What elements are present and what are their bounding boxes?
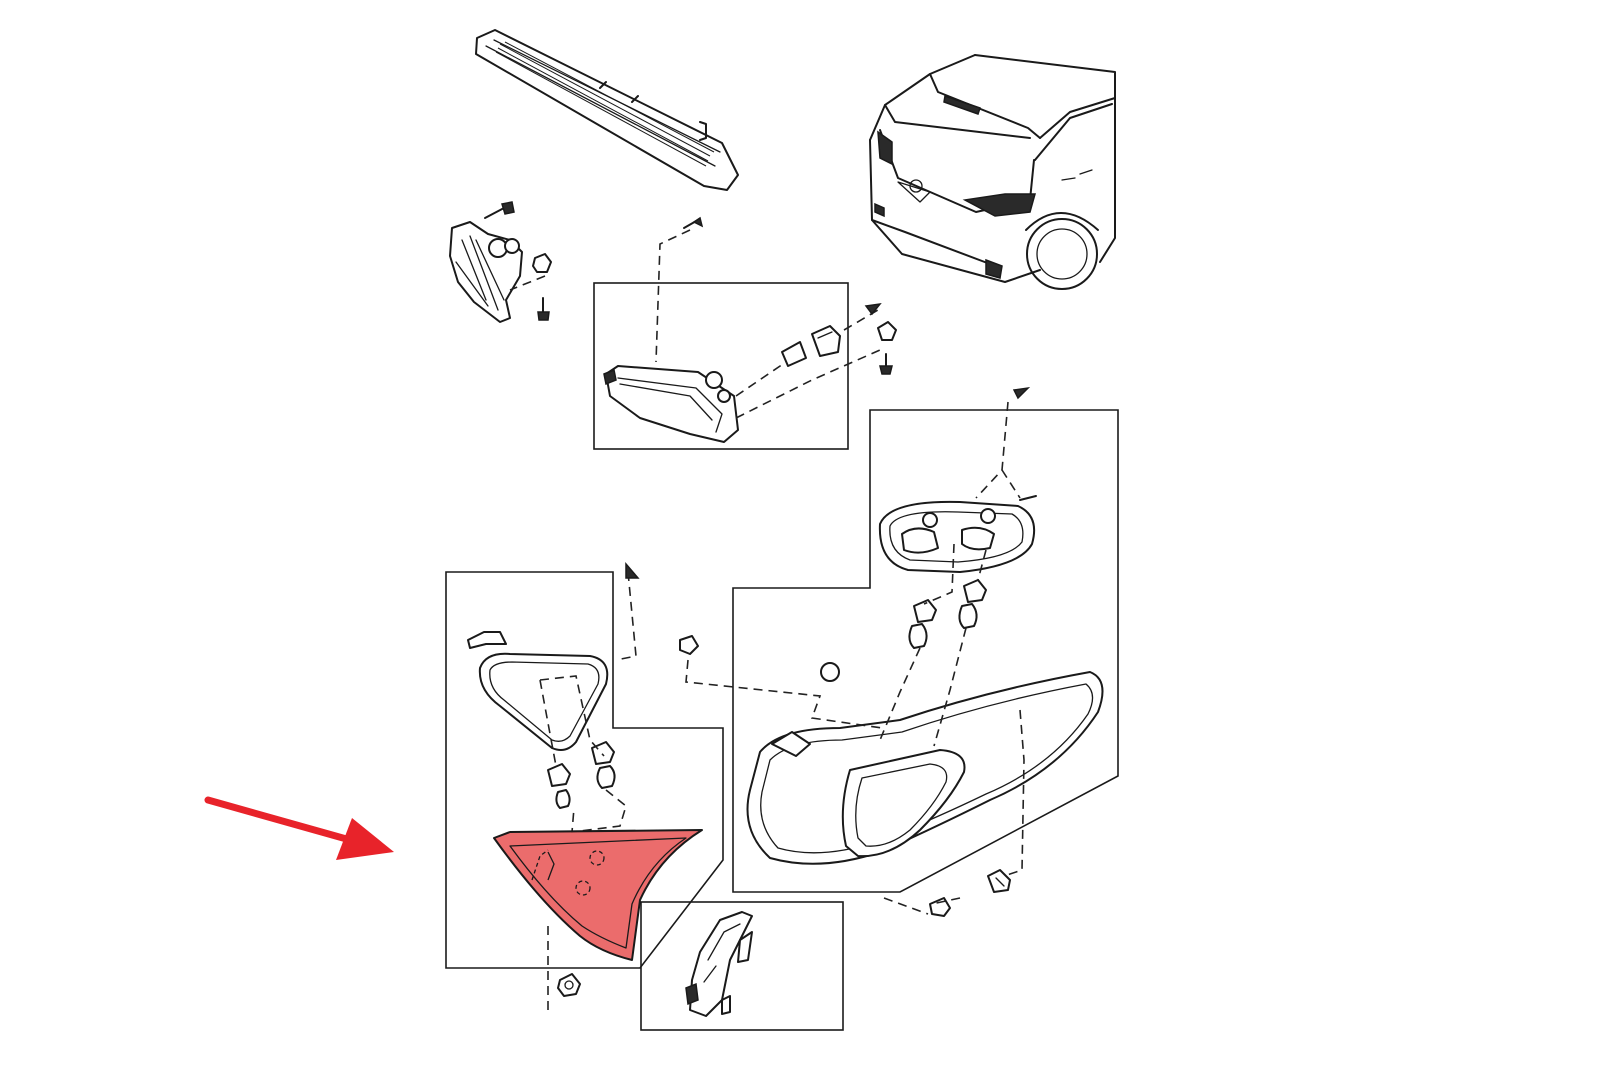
fog-lamp-assembly-box (593, 282, 849, 450)
clip-nut-fog (509, 253, 552, 291)
vehicle-rear-view (869, 54, 1116, 290)
inner-tail-lamp-highlighted (493, 829, 703, 961)
clip-outer-lamp (929, 897, 951, 917)
fog-lamp-unit (603, 365, 739, 443)
nut-between-boxes (679, 635, 699, 655)
outer-tail-lamp (746, 662, 1104, 865)
nut-fog-box (877, 321, 897, 341)
bracket-inner-lamp (467, 631, 507, 649)
tail-lamp-socket-right (958, 579, 987, 629)
fog-lamp-bulb (781, 341, 807, 367)
red-pointer-arrow (204, 796, 394, 860)
tail-lamp-gasket (878, 495, 1037, 573)
high-mount-stop-lamp (475, 29, 739, 191)
lamp-bracket-trim (685, 911, 753, 1017)
socket-inner-right (591, 741, 616, 789)
bracket-box (640, 901, 844, 1031)
leader-line (655, 229, 691, 363)
screw-fog-box (879, 353, 893, 375)
inner-tail-lamp-box (445, 571, 724, 969)
socket-inner-left (547, 763, 571, 809)
outer-tail-lamp-box (732, 409, 1119, 893)
screw-outer-lamp (987, 869, 1011, 893)
fog-lamp-socket (811, 325, 841, 357)
rear-fog-lamp (449, 221, 523, 323)
screw-fog-bottom (537, 297, 550, 321)
nut-inner-lamp (557, 973, 581, 997)
tail-lamp-socket-left (908, 599, 937, 649)
screw-fog-top (484, 201, 515, 219)
